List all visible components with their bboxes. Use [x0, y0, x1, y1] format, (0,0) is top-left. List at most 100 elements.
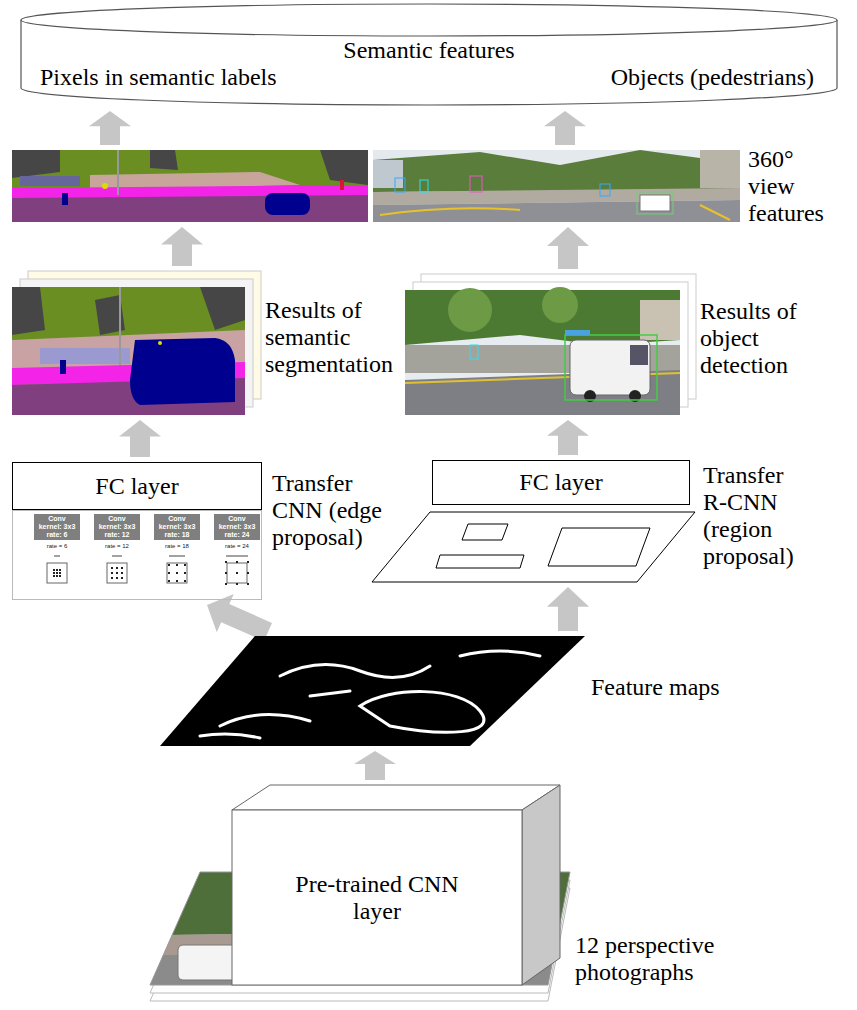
feature-map-plane-part-part: [460, 651, 540, 656]
detection-panorama-part: [600, 184, 610, 196]
block-arrow: [547, 587, 589, 631]
feature-map: Feature maps: [160, 636, 585, 746]
dilated-conv-icons-part: [54, 556, 248, 557]
detection-result-stack: [405, 274, 696, 415]
conv-text: Conv kernel: 3x3 rate: 24: [217, 515, 257, 539]
segmentation-result-stack-part: [130, 338, 235, 405]
block-arrow: [544, 111, 586, 145]
region-proposal-plane-part: [462, 524, 508, 540]
cube-outline-part: [232, 785, 560, 810]
feature-map-plane-part-part: [360, 692, 484, 733]
conv-box: Conv kernel: 3x3 rate: 12: [94, 514, 140, 540]
conv-text: Conv kernel: 3x3 rate: 18: [157, 515, 197, 539]
segmentation-panorama-part: [12, 150, 60, 178]
cylinder-heading: Semantic features: [20, 37, 838, 64]
cube-outline-part: [232, 810, 522, 985]
conv-box: Conv kernel: 3x3 rate: 18: [154, 514, 200, 540]
dilated-conv-icons-part: [111, 567, 123, 579]
detection-panorama-part: [373, 160, 403, 188]
side-label: 360° view features: [748, 146, 844, 227]
segmentation-result-stack-part: [200, 287, 245, 330]
block-arrow: [119, 420, 161, 457]
detection-panorama-part: [373, 150, 740, 222]
segmentation-result-stack-part: [119, 287, 121, 370]
detection-result-stack-part: [405, 290, 680, 345]
side-label: 12 perspective photographs: [575, 932, 725, 986]
fc-layer-box: FC layer: [432, 460, 690, 505]
region-proposal-plane-part: [372, 512, 695, 582]
detection-result-stack-part: [630, 345, 648, 365]
cylinder-text: Pixels in semantic labels: [40, 64, 277, 91]
block-arrow: [354, 751, 396, 780]
feature-map-plane: [160, 636, 585, 746]
cnn-block: Pre-trained CNN layer: [232, 785, 560, 985]
detection-result-stack-part: [640, 300, 680, 340]
conv-text: Conv kernel: 3x3 rate: 12: [97, 515, 137, 539]
detection-panorama-part: [637, 192, 673, 214]
side-label: Results of semantic segmentation: [265, 297, 397, 378]
detection-result-stack-part: [565, 335, 657, 400]
segmentation-panorama-part: [12, 150, 368, 222]
segmentation-panorama-part: [20, 176, 80, 186]
side-label: Transfer R-CNN (region proposal): [703, 462, 813, 570]
block-arrow: [547, 227, 589, 269]
block-arrow: [89, 111, 131, 145]
block-title: Pre-trained CNN layer: [292, 871, 462, 925]
dilated-conv-icons-part: [47, 563, 67, 583]
cube-face: Pre-trained CNN layer: [232, 810, 522, 985]
dilated-conv-icons-part: [168, 564, 186, 582]
rate-label: rate = 18: [154, 542, 200, 550]
side-label: Results of object detection: [700, 298, 830, 379]
feature-map-plane-part-part: [220, 715, 310, 726]
dilated-conv-icons-part: [167, 563, 187, 583]
segmentation-result-stack-part: [60, 360, 66, 374]
segmentation-panorama-part: [62, 193, 68, 205]
detection-result-stack-part: [570, 340, 650, 395]
feature-map-plane-part: [200, 651, 540, 738]
detection-panorama-part: [700, 150, 740, 188]
segmentation-panorama-part: [265, 193, 310, 215]
region-proposal-plane: [372, 512, 695, 582]
detection-result-stack-part: [565, 330, 590, 335]
segmentation-panorama-part: [102, 183, 108, 189]
segmentation-panorama-part: [150, 150, 178, 170]
conv-text: Conv kernel: 3x3 rate: 6: [37, 515, 77, 539]
box-title: FC layer: [95, 473, 178, 500]
rate-label: rate = 6: [34, 542, 80, 550]
segmentation-result-stack-part: [12, 287, 45, 335]
block-arrow: [547, 420, 589, 455]
fc-module: FC layerTransfer R-CNN (region proposal): [372, 460, 695, 582]
region-proposal-plane-part: [548, 528, 650, 566]
dilated-conv-icons-part: [107, 563, 127, 583]
segmentation-panorama-part: [320, 150, 368, 185]
dilated-conv-icons-part: [225, 561, 249, 585]
detection-result-stack-part: [448, 288, 492, 332]
detection-panorama-part: [373, 150, 740, 192]
feature-map-plane-part-part: [200, 734, 260, 738]
detection-panorama-part: [373, 200, 740, 222]
segmentation-result-stack: [12, 271, 261, 415]
segmentation-result-stack-part: [158, 341, 162, 345]
image-stack: Results of semantic segmentation: [12, 271, 261, 415]
detection-panorama: [373, 150, 740, 222]
region-proposal-plane-part: [436, 555, 524, 568]
fc-layer-box: FC layer: [12, 462, 262, 510]
panorama-strip: 360° view features: [12, 150, 740, 222]
block-arrow: [161, 227, 203, 266]
database-cylinder: Semantic featuresPixels in semantic labe…: [20, 2, 838, 106]
segmentation-panorama: [12, 150, 368, 222]
image-stack: Results of object detection: [405, 274, 696, 415]
dilated-conv-icons: [47, 556, 249, 585]
cylinder-outline-part: [21, 4, 837, 36]
segmentation-result-stack-part: [40, 348, 130, 364]
feature-map-plane-part: [160, 636, 585, 746]
conv-box: Conv kernel: 3x3 rate: 24: [214, 514, 260, 540]
side-label: Feature maps: [591, 674, 720, 701]
rate-label: rate = 24: [214, 542, 260, 550]
segmentation-panorama-part: [340, 180, 344, 190]
block-arrow: [207, 594, 272, 641]
box-title: FC layer: [519, 469, 602, 496]
segmentation-result-stack-part: [12, 287, 245, 415]
detection-panorama-part: [640, 195, 670, 211]
